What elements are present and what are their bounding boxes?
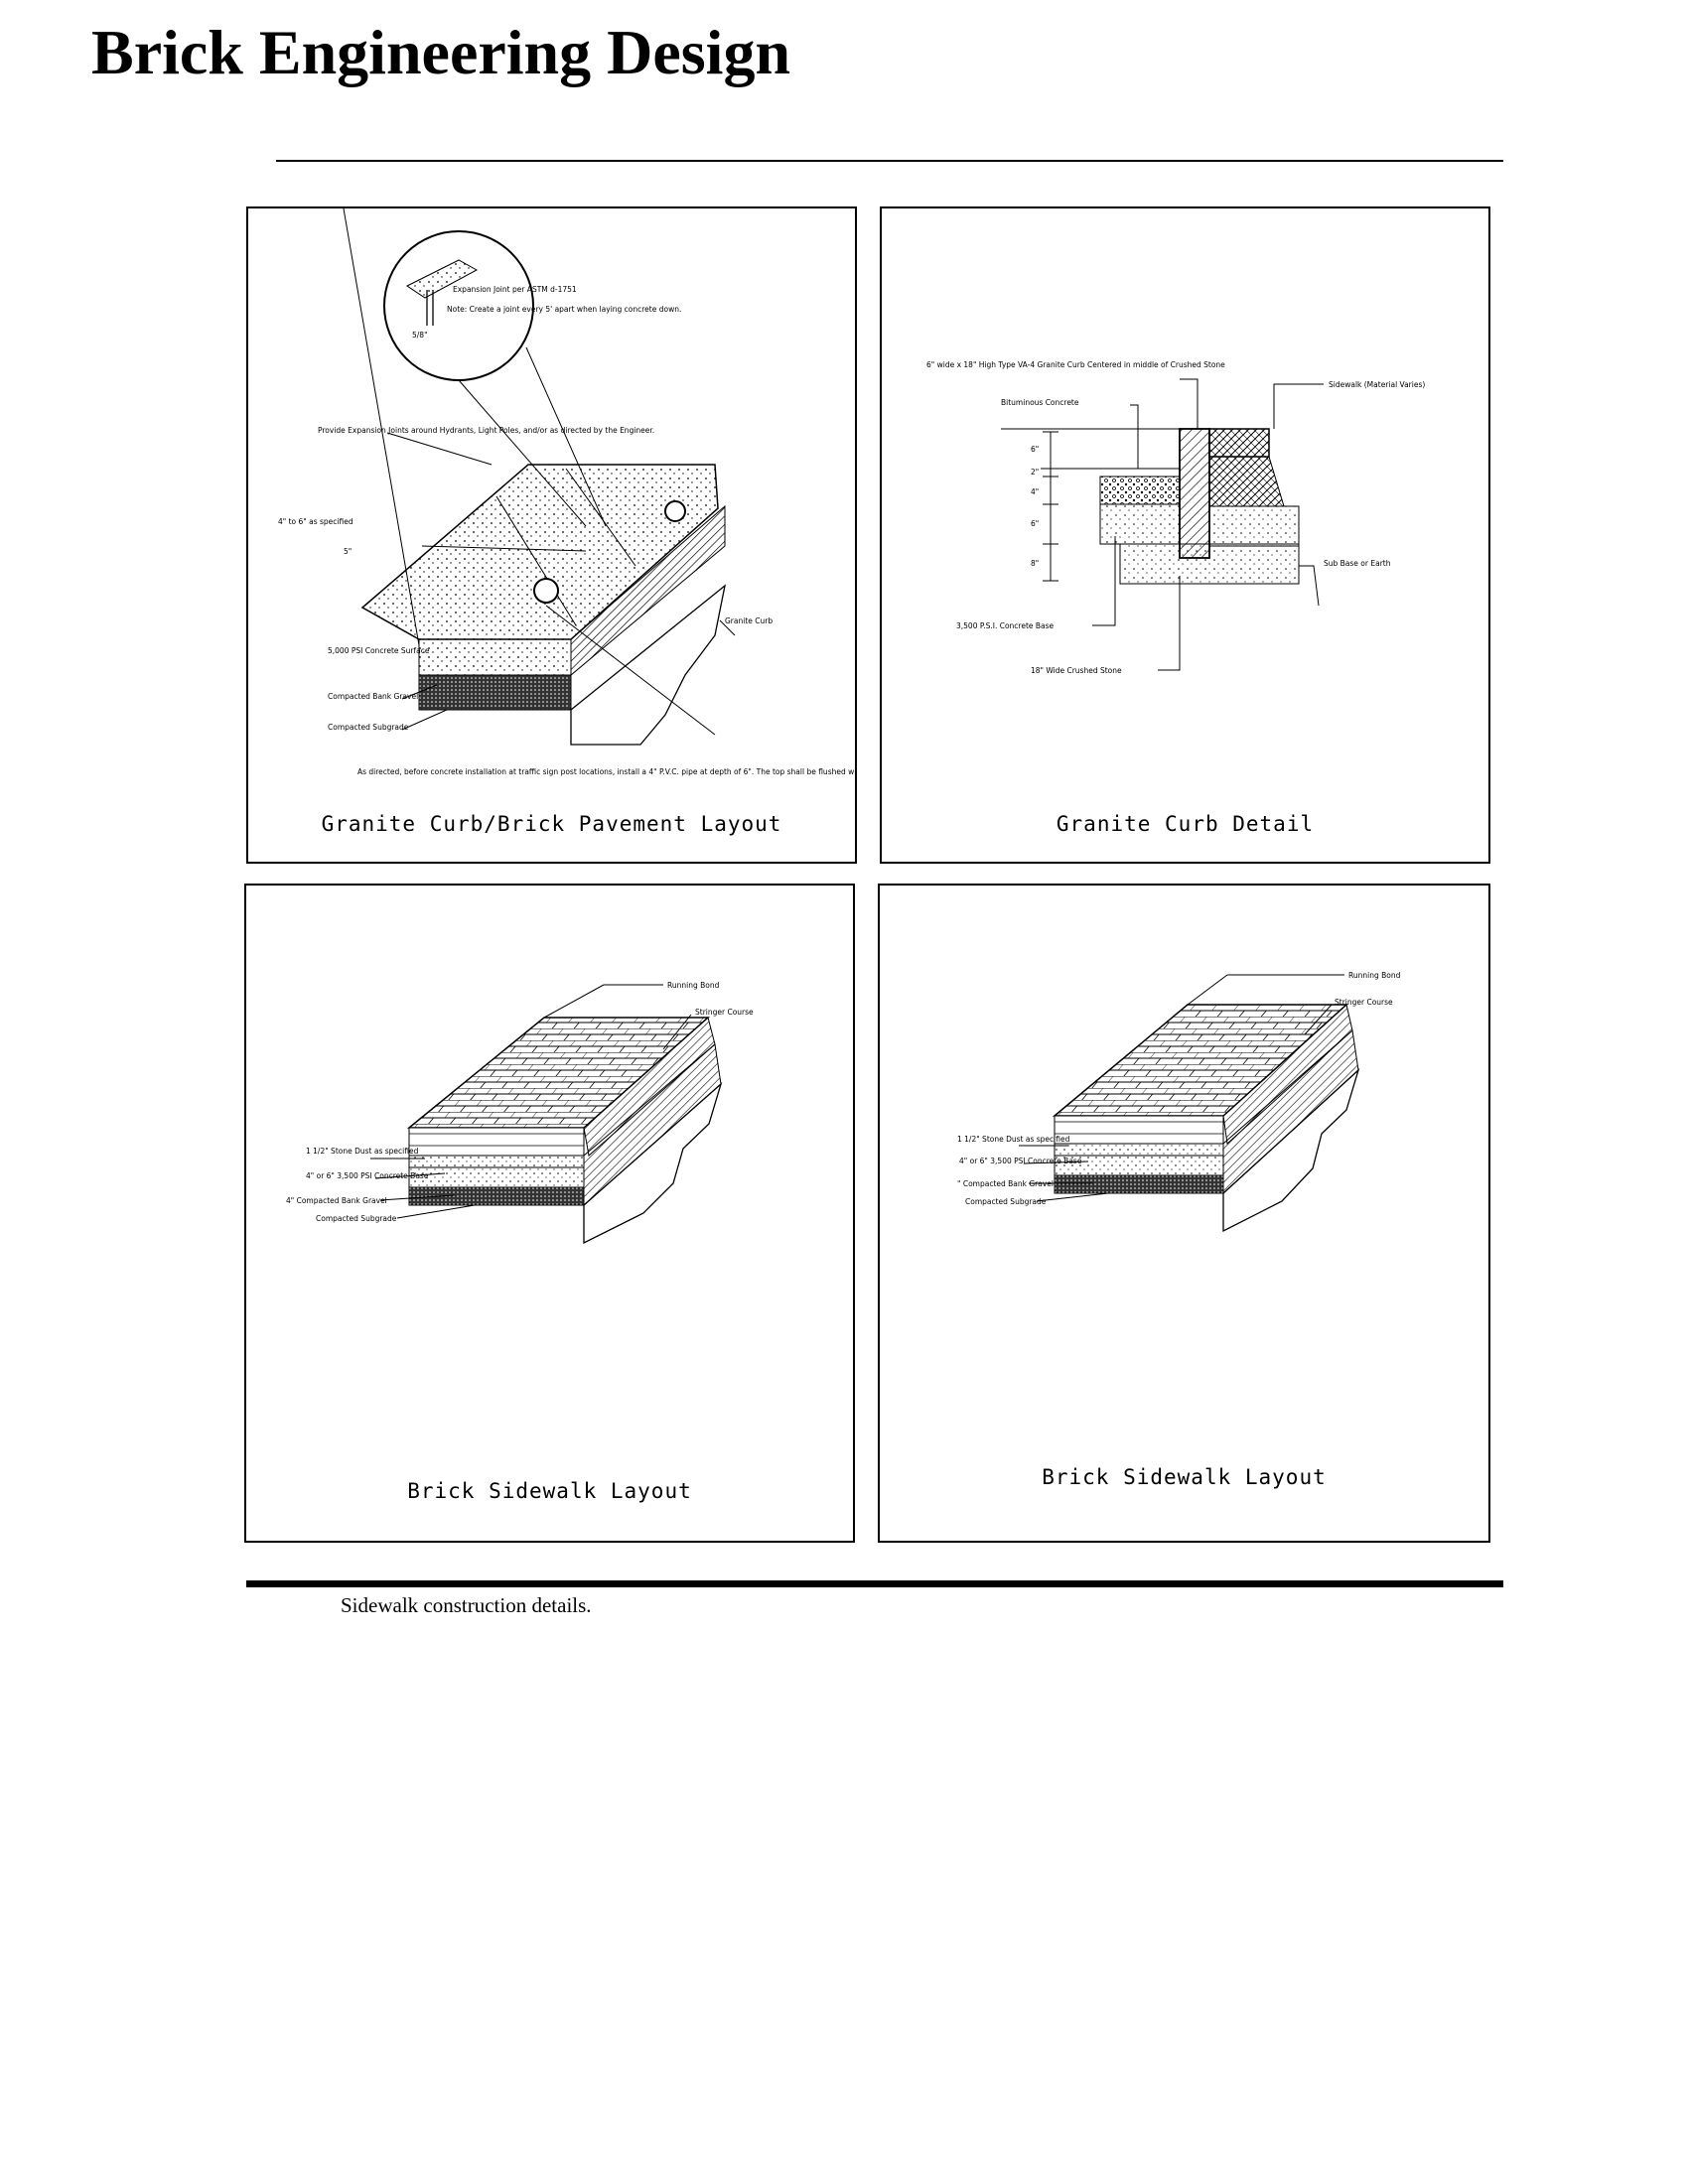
curb-detail-drawing: 6" 2" 4" 6" 8" 6" wide x 18" High Type V… (926, 360, 1425, 675)
label-concrete-base: 3,500 P.S.I. Concrete Base (956, 621, 1055, 630)
label-concrete-base-2: 4" or 6" 3,500 PSI Concrete Base (959, 1157, 1082, 1165)
dim-2: 2" (1031, 468, 1039, 477)
label-crushed-stone: 18" Wide Crushed Stone (1031, 666, 1122, 675)
label-concrete-base-1: 4" or 6" 3,500 PSI Concrete Base (306, 1171, 429, 1180)
panel-granite-curb-detail: 6" 2" 4" 6" 8" 6" wide x 18" High Type V… (880, 206, 1490, 864)
footer-rule (246, 1580, 1503, 1587)
figure-caption: Sidewalk construction details. (341, 1593, 592, 1617)
panel-caption-3: Brick Sidewalk Layout (407, 1479, 692, 1503)
label-stone-dust-2: 1 1/2" Stone Dust as specified (957, 1135, 1070, 1144)
label-stringer-course-1: Stringer Course (695, 1008, 754, 1017)
dim-4: 6" (1031, 519, 1039, 528)
label-bituminous: Bituminous Concrete (1001, 398, 1079, 407)
label-thickness: 4" to 6" as specified (278, 517, 353, 526)
label-subgrade: Compacted Subgrade (328, 723, 409, 732)
dim-5: 8" (1031, 559, 1039, 568)
label-subgrade-1: Compacted Subgrade (316, 1214, 397, 1223)
panel-caption-2: Granite Curb Detail (1056, 812, 1315, 836)
label-curb-spec: 6" wide x 18" High Type VA-4 Granite Cur… (926, 360, 1225, 369)
panel-caption-1: Granite Curb/Brick Pavement Layout (321, 812, 782, 836)
label-bank-gravel-1: 4" Compacted Bank Gravel (286, 1196, 387, 1205)
header-rule (276, 160, 1503, 162)
dim-3: 4" (1031, 487, 1039, 496)
label-dim-5: 5" (344, 547, 352, 556)
label-concrete-surface: 5,000 PSI Concrete Surface (328, 646, 430, 655)
document-title: Brick Engineering Design (91, 17, 791, 87)
brick-sidewalk-drawing-2: Running Bond Stringer Course 1 1/2" Ston… (957, 971, 1401, 1233)
panel-brick-sidewalk-layout-1: Running Bond Stringer Course 1 1/2" Ston… (244, 884, 855, 1543)
label-expansion-joint: Expansion Joint per ASTM d-1751 (453, 285, 577, 294)
label-running-bond-2: Running Bond (1348, 971, 1401, 980)
label-stone-dust-1: 1 1/2" Stone Dust as specified (306, 1147, 419, 1156)
brick-sidewalk-drawing-1: Running Bond Stringer Course 1 1/2" Ston… (286, 981, 754, 1245)
pavement-layout-drawing: Note: Create a joint every 5' apart when… (278, 208, 857, 776)
label-sub-base: Sub Base or Earth (1324, 559, 1391, 568)
label-bank-gravel: Compacted Bank Gravel (328, 692, 418, 701)
label-granite-curb: Granite Curb (725, 616, 773, 625)
panel-brick-sidewalk-layout-2: Running Bond Stringer Course 1 1/2" Ston… (878, 884, 1490, 1543)
label-provide-joints: Provide Expansion Joints around Hydrants… (318, 426, 654, 435)
panel-caption-4: Brick Sidewalk Layout (1042, 1465, 1327, 1489)
label-stringer-course-2: Stringer Course (1335, 998, 1393, 1007)
dim-1: 6" (1031, 445, 1039, 454)
label-bank-gravel-2: " Compacted Bank Gravel (957, 1179, 1054, 1188)
label-sidewalk: Sidewalk (Material Varies) (1329, 380, 1425, 389)
label-dim-joint: 5/8" (412, 331, 428, 340)
label-pvc-note: As directed, before concrete installatio… (357, 767, 857, 776)
panel-granite-curb-brick-pavement: Note: Create a joint every 5' apart when… (246, 206, 857, 864)
label-subgrade-2: Compacted Subgrade (965, 1197, 1047, 1206)
label-running-bond-1: Running Bond (667, 981, 720, 990)
label-note: Note: Create a joint every 5' apart when… (447, 305, 681, 314)
